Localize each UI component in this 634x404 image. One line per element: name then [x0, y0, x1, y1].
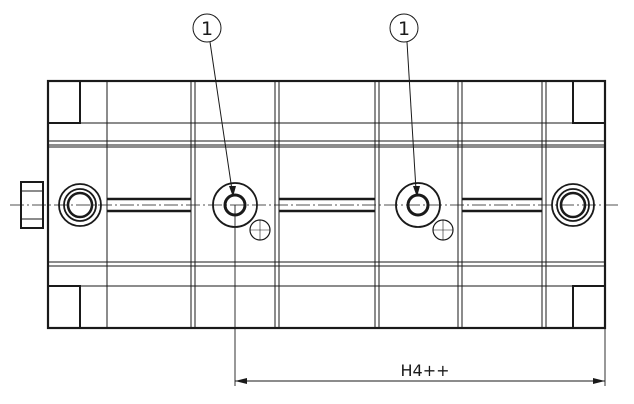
right-end-boss	[551, 183, 595, 227]
corner-blocks	[47, 80, 606, 329]
balloon-label-left: 1	[201, 18, 213, 40]
pump-body-outline	[46, 79, 607, 330]
section-dividers	[106, 81, 547, 328]
dimension-arrow-left	[235, 378, 247, 384]
balloon-circle-right	[389, 13, 419, 43]
port-left	[212, 182, 271, 241]
dimension-label: H4++	[400, 361, 449, 380]
port-right	[395, 182, 454, 241]
leader-line-right	[406, 41, 417, 191]
leader-arrow-left	[229, 186, 236, 197]
balloon-circle-left	[192, 13, 222, 43]
leader-arrow-right	[413, 186, 420, 197]
body-horizontal-lines	[48, 122, 605, 287]
dimension-arrow-right	[593, 378, 605, 384]
grooves	[107, 197, 542, 213]
leader-line-left	[209, 41, 233, 191]
left-end-boss	[58, 183, 102, 227]
balloon-label-right: 1	[398, 18, 410, 40]
